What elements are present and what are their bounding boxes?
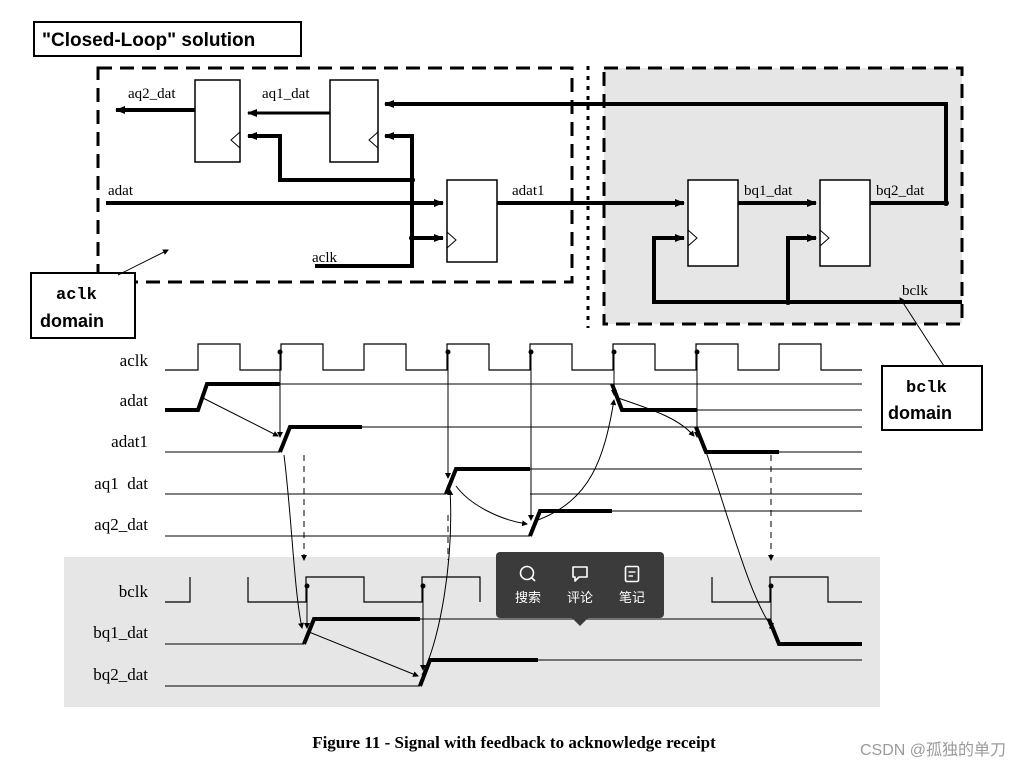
flip-flops — [194, 79, 871, 267]
search-button-label: 搜索 — [514, 591, 541, 606]
label-bclk: bclk — [902, 283, 928, 299]
wave-label-adat1: adat1 — [111, 432, 148, 451]
note-button[interactable]: 笔记 — [608, 564, 656, 606]
title-box — [33, 21, 302, 57]
label-aq2-dat: aq2_dat — [128, 86, 176, 102]
ff-bq2 — [819, 179, 871, 267]
ff-bq1 — [687, 179, 739, 267]
waveform-labels: aclk adat adat1 aq1 dat aq2_dat bclk bq1… — [93, 351, 148, 684]
comment-button[interactable]: 评论 — [556, 564, 604, 606]
label-aclk: aclk — [312, 250, 337, 266]
wave-label-aclk: aclk — [120, 351, 149, 370]
aclk-domain-region — [96, 66, 574, 284]
selection-popup: 搜索 评论 笔记 — [496, 552, 664, 626]
wave-label-aq1-dat: aq1 dat — [94, 474, 148, 493]
aclk-domain-label-1: aclk — [56, 286, 97, 305]
waveform-traces — [165, 343, 862, 687]
label-bq2-dat: bq2_dat — [876, 183, 925, 199]
wave-label-adat: adat — [120, 391, 149, 410]
bclk-waveform-shading — [64, 557, 880, 707]
title: "Closed-Loop" solution — [42, 30, 255, 51]
watermark: CSDN @孤独的单刀 — [860, 741, 1006, 759]
aclk-domain-box — [30, 272, 136, 339]
wave-label-bq2-dat: bq2_dat — [93, 665, 148, 684]
figure-caption: Figure 11 - Signal with feedback to ackn… — [312, 733, 716, 752]
wire-junctions — [409, 177, 949, 305]
note-icon — [624, 565, 640, 583]
ff-aq2 — [194, 79, 241, 163]
ff-adat1 — [446, 179, 498, 263]
label-adat1: adat1 — [512, 183, 544, 199]
comment-button-label: 评论 — [566, 591, 593, 606]
note-button-label: 笔记 — [618, 591, 645, 606]
bclk-domain-label-2: domain — [888, 403, 952, 423]
clock-triangles — [230, 131, 830, 249]
search-button[interactable]: 搜索 — [504, 564, 552, 606]
wave-bclk — [165, 576, 862, 603]
wave-adat — [165, 382, 280, 412]
label-adat: adat — [108, 183, 134, 199]
event-dots — [277, 349, 774, 589]
schematic-wires — [106, 100, 962, 304]
bclk-domain-pointer — [899, 297, 945, 367]
wave-aclk — [165, 343, 862, 371]
aclk-domain-pointer — [117, 249, 169, 276]
ff-aq1 — [329, 79, 379, 163]
aclk-domain-label-2: domain — [40, 311, 104, 331]
bclk-domain-label-1: bclk — [906, 379, 947, 398]
wave-label-bclk: bclk — [119, 582, 149, 601]
bclk-domain-region — [602, 66, 964, 326]
label-bq1-dat: bq1_dat — [744, 183, 793, 199]
bclk-domain-box — [881, 365, 983, 431]
wave-label-bq1-dat: bq1_dat — [93, 623, 148, 642]
label-aq1-dat: aq1_dat — [262, 86, 310, 102]
comment-icon — [572, 566, 588, 582]
wave-label-aq2-dat: aq2_dat — [94, 515, 148, 534]
search-icon — [519, 565, 536, 582]
causality-arrows — [200, 354, 775, 677]
